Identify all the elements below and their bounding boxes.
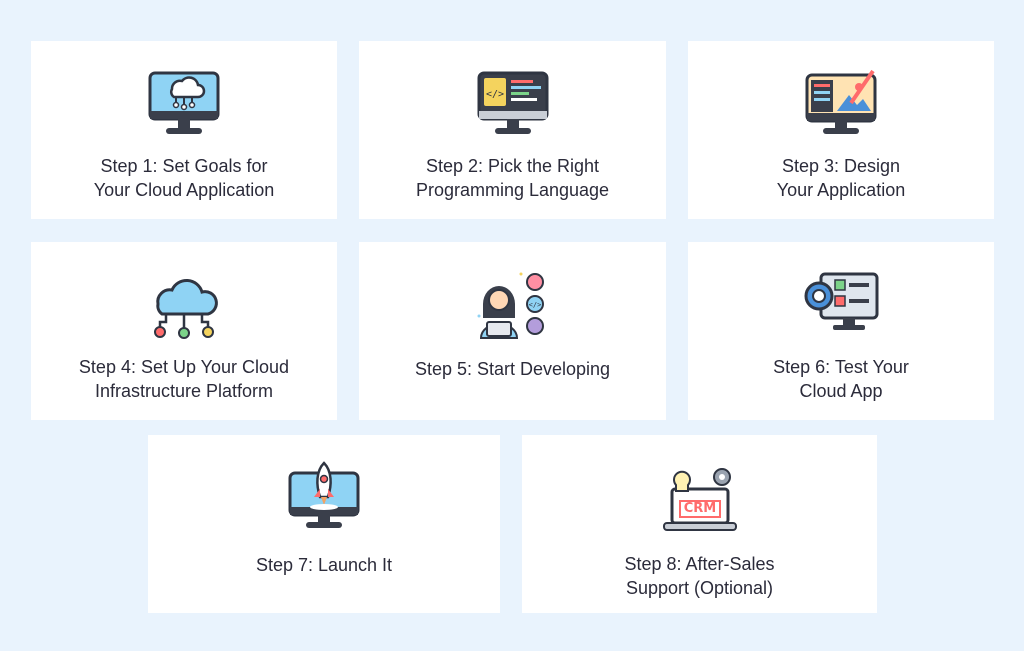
step-label: Step 1: Set Goals for Your Cloud Applica… bbox=[31, 154, 337, 202]
step-label-line1: Step 6: Test Your bbox=[773, 357, 909, 377]
step-card-5: </> Step 5: Start Developing bbox=[359, 242, 666, 420]
step-label-line1: Step 8: After-Sales bbox=[624, 554, 775, 574]
step-label-line1: Step 4: Set Up Your Cloud bbox=[78, 357, 290, 377]
step-card-4: Step 4: Set Up Your Cloud Infrastructure… bbox=[31, 242, 337, 420]
step-label: Step 2: Pick the Right Programming Langu… bbox=[359, 154, 666, 202]
developer-icon: </> bbox=[473, 266, 553, 346]
step-label: Step 3: Design Your Application bbox=[688, 154, 994, 202]
step-label: Step 5: Start Developing bbox=[359, 357, 666, 381]
step-label-line2: Infrastructure Platform bbox=[94, 381, 274, 401]
step-label-line1: Step 2: Pick the Right bbox=[425, 156, 600, 176]
step-card-2: </> Step 2: Pick the Right Programming L… bbox=[359, 41, 666, 219]
step-label: Step 7: Launch It bbox=[148, 553, 500, 577]
step-label: Step 6: Test Your Cloud App bbox=[688, 355, 994, 403]
test-monitor-icon bbox=[801, 266, 881, 346]
step-label: Step 8: After-Sales Support (Optional) bbox=[522, 552, 877, 600]
design-monitor-icon bbox=[801, 65, 881, 145]
step-label-line1: Step 3: Design bbox=[781, 156, 901, 176]
crm-laptop-icon: CRM bbox=[660, 459, 740, 539]
cloud-network-icon bbox=[144, 266, 224, 346]
svg-text:</>: </> bbox=[485, 89, 503, 100]
step-label-line1: Step 1: Set Goals for bbox=[100, 156, 268, 176]
step-label-line2: Support (Optional) bbox=[625, 578, 774, 598]
step-label-line1: Step 5: Start Developing bbox=[414, 359, 611, 379]
step-label: Step 4: Set Up Your Cloud Infrastructure… bbox=[31, 355, 337, 403]
code-monitor-icon: </> bbox=[473, 65, 553, 145]
rocket-monitor-icon bbox=[284, 459, 364, 539]
step-label-line2: Cloud App bbox=[799, 381, 883, 401]
step-card-3: Step 3: Design Your Application bbox=[688, 41, 994, 219]
step-card-8: CRM Step 8: After-Sales Support (Optiona… bbox=[522, 435, 877, 613]
svg-text:</>: </> bbox=[528, 301, 541, 309]
step-label-line2: Your Application bbox=[776, 180, 906, 200]
step-label-line1: Step 7: Launch It bbox=[255, 555, 393, 575]
step-card-1: Step 1: Set Goals for Your Cloud Applica… bbox=[31, 41, 337, 219]
svg-text:CRM: CRM bbox=[683, 501, 716, 516]
step-card-6: Step 6: Test Your Cloud App bbox=[688, 242, 994, 420]
cloud-monitor-icon bbox=[144, 65, 224, 145]
step-label-line2: Your Cloud Application bbox=[93, 180, 275, 200]
step-card-7: Step 7: Launch It bbox=[148, 435, 500, 613]
step-label-line2: Programming Language bbox=[415, 180, 610, 200]
